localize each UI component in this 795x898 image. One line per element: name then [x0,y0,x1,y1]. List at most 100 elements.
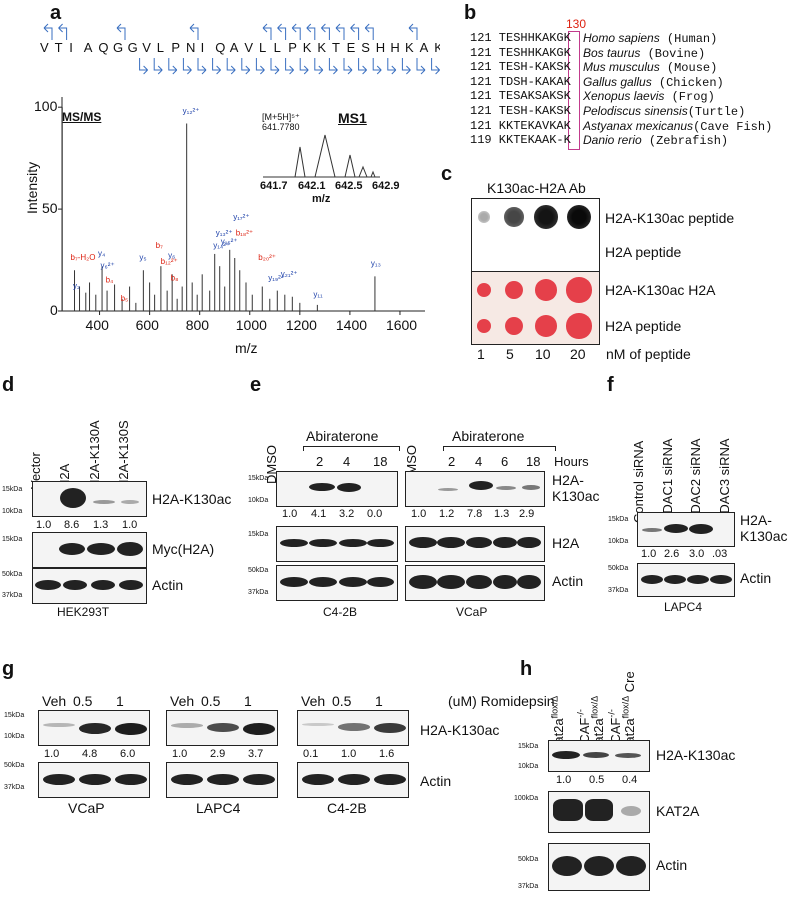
sequence-residue: V [40,40,49,55]
band [43,723,75,728]
peak-label: y₁₃ [371,259,381,268]
species-common: (Cave Fish) [693,119,773,134]
residue-position-label: 130 [566,17,587,31]
species-latin: Homo sapiens [583,31,660,45]
quant-e-r5: 2.9 [519,508,535,520]
y-ion-arrow [143,65,148,75]
kda-f-37: 37kDa [608,587,629,594]
kda-d-50: 50kDa [2,571,23,578]
lane-e-4-l: 4 [343,454,351,469]
cell-g: LAPC4 [196,800,241,816]
y-ion-arrow [420,65,426,75]
kda-f-15: 15kDa [608,516,629,523]
cell-e-right: VCaP [456,605,488,619]
y-ion-bracket [255,58,265,71]
b-ion-bracket [409,27,418,40]
ponceau-dot [535,315,557,337]
sequence-residue: V [244,40,253,55]
blot-g-actin [297,762,409,798]
quant-g: 4.8 [82,748,98,760]
y-ion-bracket [343,58,352,71]
blot-h-actin [548,843,650,891]
x-tick-label: 600 [135,317,159,333]
sequence-residue: K [303,40,312,55]
species-latin: Astyanax mexicanus [583,118,694,133]
x-axis-label: m/z [235,340,258,356]
kda-e-15a: 15kDa [248,475,269,482]
sequence-residue: V [142,40,151,55]
alignment-seq: 121 TESHHKAKG [470,31,564,45]
b-ion-bracket [277,27,287,40]
kda-g-10: 10kDa [4,733,25,740]
cell-f: LAPC4 [664,600,703,614]
species-latin: Danio rerio [583,133,642,148]
alignment-seq: 121 TDSH-KAKA [470,74,564,89]
alignment-row: 121 TESH-KAKSK [470,60,571,74]
quant-d-4: 1.0 [122,519,138,531]
sequence-residue: L [157,40,164,55]
band [115,723,147,735]
alignment-row: 121 TESHHKAKGK [470,31,571,45]
quant-d-2: 8.6 [64,519,80,531]
panel-f-label: f [607,374,614,396]
lane-f-hdac1: HDAC1 siRNA [660,438,675,523]
y-ion-bracket [270,58,279,71]
panel-a-label: a [50,2,62,24]
quant-e-l3: 3.2 [339,508,355,520]
band [79,723,111,735]
y-ion-arrow [172,65,178,75]
b-ion-arrow [335,23,341,33]
y-ion-arrow [318,65,324,75]
y-ion-arrow [391,65,397,75]
blot-d-k130ac [32,481,147,517]
species-name: Gallus gallus (Chicken) [583,75,724,90]
alignment-k130: K [563,74,571,89]
kda-h-10: 10kDa [518,763,539,770]
dot-signal [566,204,592,230]
y-ion-bracket [387,58,396,71]
species-latin: Mus musculus [583,60,660,75]
b-ion-bracket [321,27,330,40]
blot-d-label-3: Actin [152,577,184,593]
lane-e-4-r: 4 [475,454,483,469]
kda-f-50: 50kDa [608,565,629,572]
panel-e-label: e [250,374,262,396]
quant-g: 1.0 [44,748,60,760]
inset-tick-2: 642.5 [335,180,363,192]
cell-g: VCaP [68,800,105,816]
blot-h-kat2a [548,791,650,833]
sequence-residue: S [361,40,370,55]
ponceau-dot [505,281,523,299]
y-ion-bracket [299,58,309,71]
ms1-inset-chart [263,134,380,178]
sequence-residue: Q [215,40,225,55]
y-ion-bracket [431,58,440,71]
kda-h-100: 100kDa [514,795,539,802]
blot-f-actin [637,563,735,597]
peak-label: y₁₁ [313,290,323,299]
y-ion-arrow [303,65,309,75]
band [207,774,239,785]
quant-g: 3.7 [248,748,264,760]
band [374,723,406,734]
y-ion-bracket [372,58,382,71]
quant-g: 6.0 [120,748,136,760]
x-tick-label: 1400 [335,317,368,333]
blot-d-label-2: Myc(H2A) [152,541,215,557]
sequence-residue: P [288,40,297,55]
kda-d-15b: 15kDa [2,536,23,543]
blot-g-label-1: H2A-K130ac [420,722,500,738]
alignment-k130: K [563,104,571,118]
quant-h-1: 1.0 [556,774,572,786]
blot-e-label-1b: K130ac [552,488,600,504]
quant-f-2: 2.6 [664,548,680,560]
band [243,723,275,735]
band [171,774,203,785]
cell-g: C4-2B [327,800,367,816]
kda-e-50: 50kDa [248,567,269,574]
peak-label: y₁₉²⁺ [268,273,285,282]
lane-e-6-r: 6 [501,454,509,469]
sequence-residue: Q [98,40,108,55]
y-ion-arrow [435,65,440,75]
quant-e-l1: 1.0 [282,508,298,520]
